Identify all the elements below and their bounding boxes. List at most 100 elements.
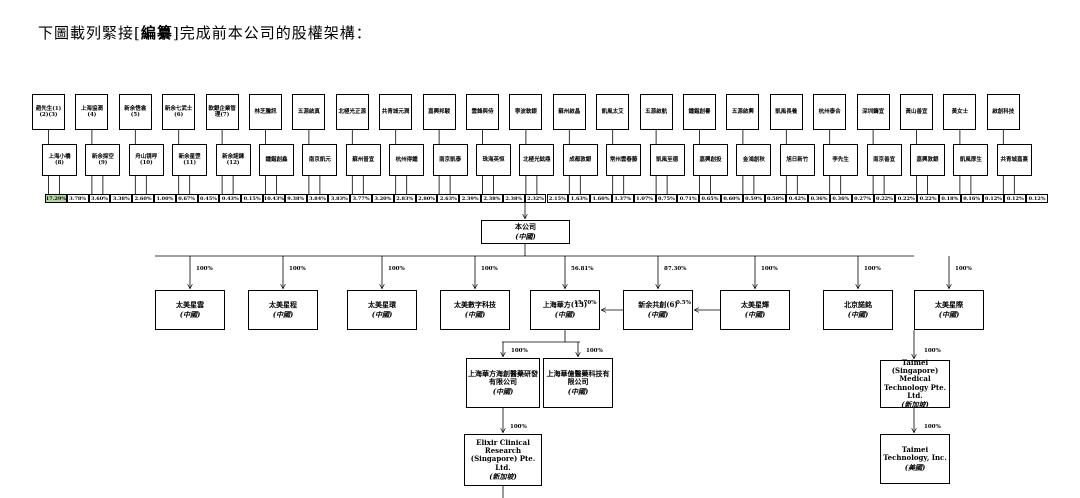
shareholding-percent: 2.38% [502, 194, 525, 203]
subsidiary-name: 太美數字科技 [454, 300, 496, 310]
subsidiary-name: 上海華億醫藥科技有限公司 [546, 369, 610, 387]
shareholding-percent: 3.38% [110, 194, 133, 203]
subsidiary-name: 太美星環 [368, 300, 396, 310]
shareholder-name: 凱風厚生 [959, 156, 982, 163]
shareholder-box: 趙先生(1)(2)(3) [32, 94, 65, 130]
subsidiary-country: (中國) [847, 309, 869, 319]
subsidiary-name: Elixir Clinical Research (Singapore) Pte… [470, 438, 536, 472]
subsidiary-box: 北京諾銘(中國) [823, 290, 893, 330]
shareholder-box: 金鴻創秋 [736, 144, 772, 176]
shareholder-box: 南京凱元 [302, 144, 338, 176]
shareholder-name: 鍾鍇創譽 [688, 108, 711, 115]
shareholding-percent: 2.60% [132, 194, 154, 203]
shareholding-percent: 0.18% [938, 194, 961, 203]
shareholder-box: 啟創科技 [986, 94, 1020, 130]
shareholder-box: 北極光正源 [335, 94, 369, 130]
shareholding-percent: 3.77% [350, 194, 373, 203]
shareholder-box: 嘉興敦銀 [910, 144, 945, 176]
shareholding-percent: 2.39% [459, 194, 482, 203]
subsidiary-country: (中國) [179, 309, 201, 319]
shareholding-percent: 10.43% [263, 194, 285, 203]
shareholder-box: 凱風太艾 [596, 94, 630, 130]
shareholding-percent: 2.32% [524, 194, 547, 203]
shareholder-name: 嘉興創投 [699, 156, 722, 163]
shareholder-box: 鍾鍇創鑫 [259, 144, 294, 176]
shareholder-box: 南京善宜 [866, 144, 902, 176]
subsidiary-box: Elixir Clinical Research (Singapore) Pte… [464, 434, 542, 486]
shareholder-name: 南京凱元 [308, 156, 331, 163]
shareholder-box: 凱風長養 [769, 94, 803, 130]
shareholding-percent: 0.60% [720, 194, 743, 203]
shareholder-name: 杭州泰合 [818, 108, 841, 115]
shareholding-percent: 2.83% [393, 194, 416, 203]
shareholder-box: 雲鋒與侍 [466, 94, 499, 130]
shareholding-percent: 3.60% [88, 194, 111, 203]
shareholder-box: 軟銀企業管理(7) [205, 94, 239, 130]
shareholding-percent: 1.37% [611, 194, 634, 203]
shareholder-name: 新余諾鍊(12) [222, 153, 245, 166]
shareholding-percent: 1.00% [154, 194, 176, 203]
ownership-percent: 100% [511, 348, 528, 354]
shareholder-name: 軟銀企業管理(7) [208, 105, 236, 118]
ownership-percent: 100% [388, 266, 405, 272]
ownership-percent: 100% [481, 266, 498, 272]
shareholding-percent: 9.38% [284, 194, 307, 203]
shareholding-percent: 0.45% [197, 194, 220, 203]
subsidiary-country: (美國) [904, 462, 926, 472]
shareholding-percent: 0.36% [829, 194, 852, 203]
shareholder-name: 新余悟翕(5) [124, 105, 147, 118]
ownership-percent: 100% [586, 348, 603, 354]
shareholder-box: 五源啟航 [639, 94, 673, 130]
shareholding-percent: 3.20% [372, 194, 394, 203]
shareholding-percent: 1.60% [590, 194, 612, 203]
shareholder-box: 凱風厚生 [953, 144, 989, 176]
subsidiary-name: 太美星程 [269, 300, 297, 310]
subsidiary-box: 太美星環(中國) [347, 290, 417, 330]
company-country: (中國) [515, 231, 536, 241]
shareholder-name: 嘉興邦駿 [428, 108, 451, 115]
shareholding-percent: 0.15% [241, 194, 264, 203]
shareholder-box: 上海小橋(8) [42, 144, 77, 176]
shareholding-percent: 0.59% [742, 194, 765, 203]
shareholder-box: 共青城嘉熹 [996, 144, 1032, 176]
subsidiary-box: 太美星程(中國) [248, 290, 318, 330]
shareholder-box: 共青城元潤 [379, 94, 413, 130]
subsidiary-box: 上海華億醫藥科技有限公司(中國) [543, 358, 613, 408]
shareholding-percent: 0.12% [982, 194, 1005, 203]
shareholding-percent: 0.58% [764, 194, 787, 203]
shareholding-percent: 1.07% [633, 194, 656, 203]
shareholder-name: 南京凱泰 [439, 156, 462, 163]
shareholder-name: 金鴻創秋 [742, 156, 765, 163]
shareholder-name: 寧波軟銀 [514, 108, 537, 115]
subsidiary-country: (中國) [492, 386, 514, 396]
shareholding-percent: 0.12% [1004, 194, 1027, 203]
shareholder-name: 凱風長養 [775, 108, 798, 115]
shareholder-name: 北極光正源 [338, 108, 367, 115]
ownership-percent: 100% [924, 348, 941, 354]
ownership-percent: 100% [761, 266, 778, 272]
shareholding-percent: 2.38% [481, 194, 503, 203]
shareholder-box: 新余諾鍊(12) [215, 144, 251, 176]
shareholder-name: 李先生 [832, 156, 849, 163]
shareholder-name: 黃女士 [951, 108, 969, 115]
shareholding-percent: 0.27% [851, 194, 874, 203]
shareholder-box: 新余星罡(11) [172, 144, 208, 176]
subsidiary-box: 太美星際(中國) [914, 290, 984, 330]
subsidiary-name: 太美星輝 [741, 300, 769, 310]
shareholder-box: 嘉興創投 [693, 144, 728, 176]
subsidiary-box: 太美星輝(中國) [720, 290, 790, 330]
shareholding-percent: 0.71% [677, 194, 700, 203]
shareholder-box: 旭日新竹 [779, 144, 815, 176]
shareholder-box: 林芝騰訊 [249, 94, 282, 130]
shareholder-name: 嘉興敦銀 [916, 156, 939, 163]
shareholder-name: 蘇州啟晶 [558, 108, 581, 115]
shareholder-name: 鍾鍇創鑫 [265, 156, 288, 163]
shareholding-percent: 0.42% [786, 194, 809, 203]
shareholder-box: 珠海英恒 [476, 144, 511, 176]
subsidiary-box: Taimei Technology, Inc.(美國) [880, 434, 950, 484]
shareholding-percent: 0.75% [655, 194, 678, 203]
shareholding-percent: 2.15% [546, 194, 569, 203]
subsidiary-country: (中國) [744, 309, 766, 319]
shareholder-box: 南京凱泰 [432, 144, 468, 176]
shareholder-box: 嘉興邦駿 [422, 94, 456, 130]
